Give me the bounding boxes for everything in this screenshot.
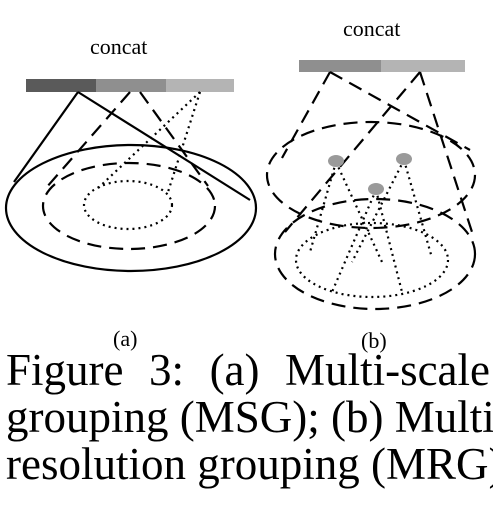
- grouped-point-3: [368, 183, 384, 195]
- point-2-line-right: [402, 159, 434, 259]
- concat-bar-segment-light: [166, 79, 234, 92]
- panel-a-diagram: [4, 79, 258, 273]
- figure-3: concat concat (a) (b): [4, 16, 477, 353]
- outer-cone-line-left: [13, 91, 79, 183]
- concat-bar-segment-left: [299, 60, 381, 72]
- lower-sub-region: [294, 221, 450, 299]
- inner-cone-line-right: [166, 91, 202, 193]
- caption-line-2: grouping (MSG); (b) Multi-: [6, 392, 493, 442]
- upper-cone-line-right: [329, 71, 471, 151]
- upper-cone-line-left: [281, 71, 331, 159]
- panel-label-b: (b): [361, 328, 387, 353]
- inner-cone-line-left: [95, 91, 201, 191]
- caption-line-3: resolution grouping (MRG).: [6, 439, 493, 489]
- concat-bar-segment-right: [381, 60, 465, 72]
- concat-bar-segment-mid: [96, 79, 166, 92]
- panel-b-diagram: [265, 60, 477, 311]
- grouped-point-2: [396, 153, 412, 165]
- concat-label-b: concat: [343, 16, 401, 41]
- upper-resolution-region: [265, 120, 477, 230]
- concat-label-a: concat: [90, 34, 148, 59]
- lower-resolution-region: [273, 197, 477, 311]
- point-2-line-left: [351, 159, 405, 263]
- outer-scale-region: [4, 143, 258, 273]
- figure-diagram: [4, 60, 477, 311]
- point-3-line-right: [374, 189, 404, 293]
- outer-cone-line-right: [77, 91, 251, 201]
- lower-cone-line-left: [284, 71, 421, 233]
- point-3-line-left: [330, 189, 378, 293]
- point-1-line-left: [308, 161, 338, 253]
- caption-line-1: Figure 3: (a) Multi-scale: [6, 345, 490, 395]
- middle-cone-line-right: [139, 91, 209, 187]
- figure-caption: Figure 3: (a) Multi-scale grouping (MSG)…: [6, 345, 493, 489]
- inner-scale-region: [82, 179, 174, 231]
- grouped-point-1: [328, 155, 344, 167]
- middle-scale-region: [41, 161, 217, 251]
- middle-cone-line-left: [45, 91, 131, 189]
- lower-cone-line-right: [418, 71, 474, 233]
- panel-label-a: (a): [113, 326, 138, 351]
- point-1-line-right: [335, 161, 383, 263]
- concat-bar-segment-dark: [26, 79, 96, 92]
